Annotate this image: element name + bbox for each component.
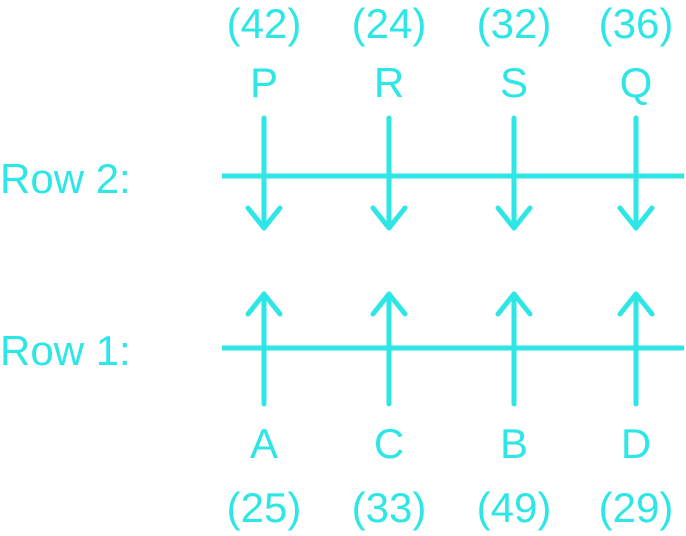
- row-2-value-2: (24): [352, 0, 427, 47]
- arrow-up-icon: [245, 291, 283, 407]
- row-1-person-2: C: [374, 420, 404, 467]
- arrow-up-icon: [617, 291, 655, 407]
- row-2-label: Row 2:: [0, 155, 131, 202]
- row-1-person-1: A: [250, 420, 278, 467]
- row-2-person-4: Q: [620, 59, 653, 106]
- row-2-person-1: P: [250, 59, 278, 106]
- arrow-up-icon: [495, 291, 533, 407]
- row-2: Row 2: (42) P (24) R (32) S (36) Q: [0, 0, 684, 231]
- row-1-value-1: (25): [227, 484, 302, 531]
- arrow-down-icon: [245, 115, 283, 231]
- arrow-down-icon: [617, 115, 655, 231]
- row-2-value-3: (32): [477, 0, 552, 47]
- row-1-value-2: (33): [352, 484, 427, 531]
- row-2-value-4: (36): [599, 0, 674, 47]
- row-1-label: Row 1:: [0, 327, 131, 374]
- row-1-person-4: D: [621, 420, 651, 467]
- row-1-value-3: (49): [477, 484, 552, 531]
- arrow-down-icon: [370, 115, 408, 231]
- row-2-value-1: (42): [227, 0, 302, 47]
- row-1-value-4: (29): [599, 484, 674, 531]
- row-1-person-3: B: [500, 420, 528, 467]
- row-1: Row 1: A (25) C (33) B (49) D (29): [0, 291, 684, 531]
- arrow-up-icon: [370, 291, 408, 407]
- arrow-down-icon: [495, 115, 533, 231]
- row-2-person-3: S: [500, 59, 528, 106]
- row-2-person-2: R: [374, 59, 404, 106]
